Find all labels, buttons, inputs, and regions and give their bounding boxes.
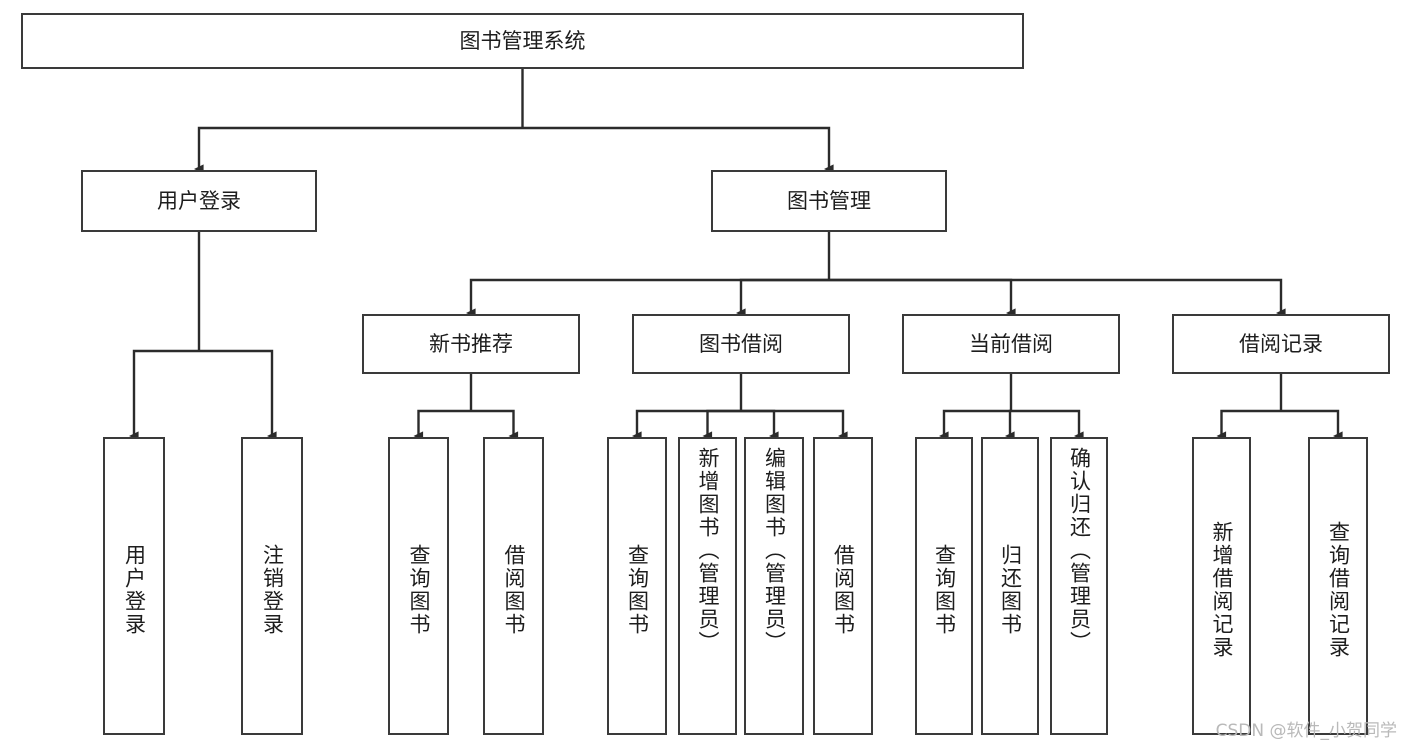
node-leaf-query-book-3[interactable]: 查询图书 [915, 437, 973, 735]
leaf-borrow-book-1-label: 借阅图书 [502, 544, 526, 636]
node-root-label: 图书管理系统 [459, 28, 586, 53]
connector-book-manage-to-current-borrow [829, 278, 1016, 318]
node-leaf-query-book-2[interactable]: 查询图书 [607, 437, 667, 735]
node-leaf-add-record[interactable]: 新增借阅记录 [1192, 437, 1251, 735]
node-current-borrow[interactable]: 当前借阅 [902, 314, 1120, 374]
leaf-edit-book-label: 编辑图书（管理员） [762, 447, 787, 654]
node-leaf-return-book[interactable]: 归还图书 [981, 437, 1039, 735]
node-user-login[interactable]: 用户登录 [81, 170, 317, 232]
leaf-query-record-label: 查询借阅记录 [1326, 521, 1351, 659]
connector-current-borrow-to-leaf-confirm-return [1011, 409, 1084, 441]
connector-book-borrow-to-leaf-edit-book [741, 409, 779, 441]
node-leaf-borrow-book-1[interactable]: 借阅图书 [483, 437, 544, 735]
borrow-record-label: 借阅记录 [1239, 331, 1323, 356]
connector-book-manage-to-new-book-rec [466, 278, 829, 318]
leaf-add-record-label: 新增借阅记录 [1210, 521, 1234, 659]
leaf-query-book-3-label: 查询图书 [932, 544, 957, 636]
user-login-label: 用户登录 [157, 188, 241, 213]
connector-book-borrow-to-leaf-query-book-2 [632, 409, 741, 441]
leaf-confirm-return-label: 确认归还（管理员） [1067, 447, 1092, 654]
node-leaf-add-book[interactable]: 新增图书（管理员） [678, 437, 737, 735]
connector-book-manage-to-borrow-record [829, 278, 1286, 318]
connector-book-borrow-to-leaf-borrow-book-2 [741, 409, 848, 441]
node-leaf-user-login[interactable]: 用户登录 [103, 437, 165, 735]
connector-current-borrow-to-leaf-return-book [1005, 409, 1015, 441]
node-leaf-query-record[interactable]: 查询借阅记录 [1308, 437, 1368, 735]
connector-user-login-to-leaf-user-login [129, 349, 199, 441]
book-manage-label: 图书管理 [787, 188, 871, 213]
connector-new-book-rec-to-leaf-query-book-1 [413, 409, 471, 441]
connector-book-manage-to-book-borrow [736, 278, 829, 318]
connector-new-book-rec-to-leaf-borrow-book-1 [471, 409, 519, 441]
leaf-borrow-book-2-label: 借阅图书 [831, 544, 856, 636]
watermark: CSDN @软件_小贺同学 [1215, 721, 1397, 741]
connector-current-borrow-to-leaf-query-book-3 [939, 409, 1011, 441]
node-new-book-rec[interactable]: 新书推荐 [362, 314, 580, 374]
node-book-borrow[interactable]: 图书借阅 [632, 314, 850, 374]
node-book-manage[interactable]: 图书管理 [711, 170, 947, 232]
leaf-query-book-1-label: 查询图书 [407, 544, 431, 636]
current-borrow-label: 当前借阅 [969, 331, 1053, 356]
connector-user-login-to-leaf-user-logout [199, 349, 277, 441]
node-borrow-record[interactable]: 借阅记录 [1172, 314, 1390, 374]
connector-borrow-record-to-leaf-query-record [1281, 409, 1343, 441]
node-leaf-edit-book[interactable]: 编辑图书（管理员） [744, 437, 804, 735]
leaf-user-login-label: 用户登录 [122, 544, 147, 636]
connector-borrow-record-to-leaf-add-record [1216, 409, 1281, 441]
new-book-rec-label: 新书推荐 [429, 331, 513, 356]
book-borrow-label: 图书借阅 [699, 331, 783, 356]
leaf-query-book-2-label: 查询图书 [625, 544, 650, 636]
connector-root-to-user-login [194, 126, 523, 174]
leaf-return-book-label: 归还图书 [998, 544, 1023, 636]
connector-root-to-book-manage [522, 126, 834, 174]
leaf-user-logout-label: 注销登录 [260, 544, 285, 636]
connector-book-borrow-to-leaf-add-book [702, 409, 741, 441]
node-leaf-user-logout[interactable]: 注销登录 [241, 437, 303, 735]
node-leaf-borrow-book-2[interactable]: 借阅图书 [813, 437, 873, 735]
node-leaf-query-book-1[interactable]: 查询图书 [388, 437, 449, 735]
leaf-add-book-label: 新增图书（管理员） [696, 447, 720, 654]
node-root[interactable]: 图书管理系统 [21, 13, 1024, 69]
node-leaf-confirm-return[interactable]: 确认归还（管理员） [1050, 437, 1108, 735]
